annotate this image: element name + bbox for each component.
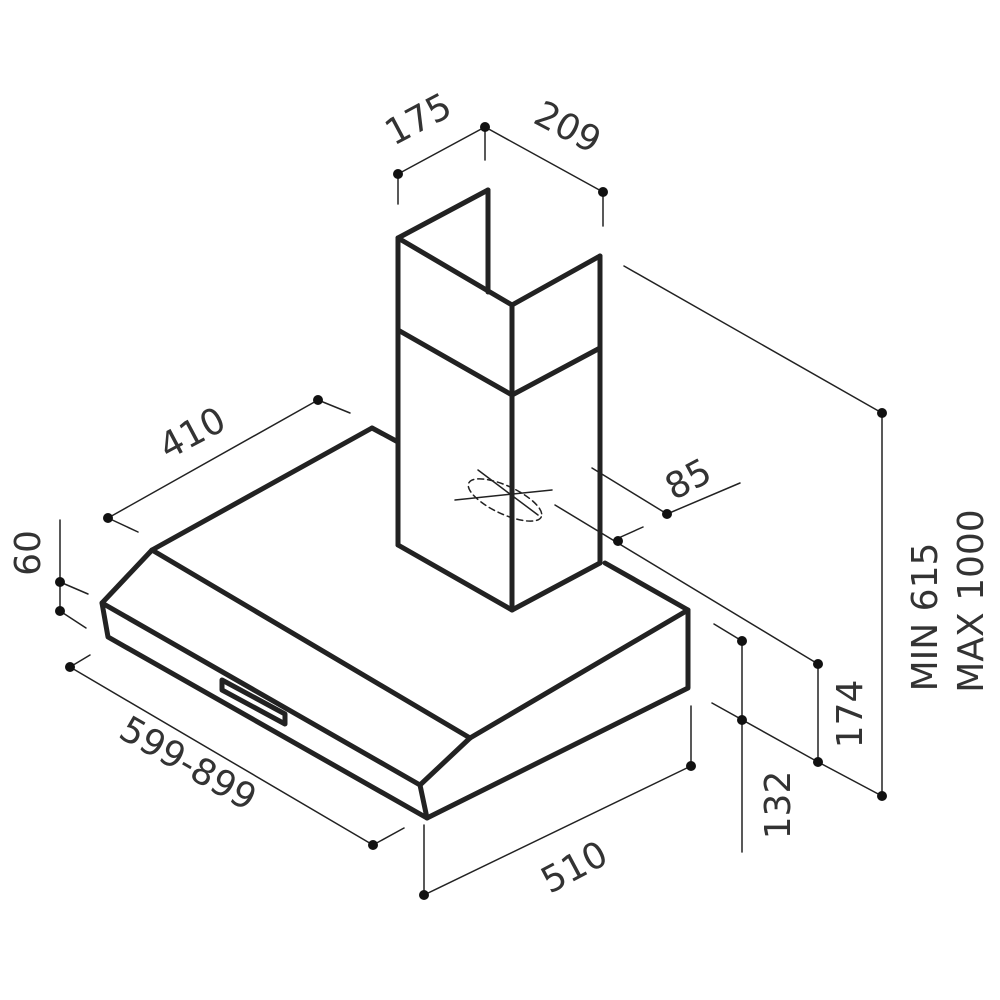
air-outlet-hidden <box>454 469 553 522</box>
dim-label-height-174: 174 <box>830 680 871 749</box>
dim-label-height-132: 132 <box>758 771 799 840</box>
dim-label-hood-width: 599-899 <box>112 709 263 820</box>
hood-canopy <box>99 425 691 821</box>
dim-label-chimney-depth: 175 <box>379 86 459 154</box>
dim-label-canopy-height: 60 <box>8 530 49 576</box>
control-panel <box>219 677 288 727</box>
dimension-dots <box>55 122 887 900</box>
chimney <box>395 187 603 613</box>
dim-label-chimney-offset: 85 <box>659 451 719 509</box>
dim-label-hood-depth: 410 <box>153 400 233 468</box>
dim-label-total-height-min: MIN 615 <box>905 543 946 692</box>
dimension-lines <box>59 126 883 896</box>
dim-label-base-width: 510 <box>535 834 615 902</box>
dim-label-total-height-max: MAX 1000 <box>951 509 992 692</box>
dim-label-chimney-width: 209 <box>527 94 607 162</box>
